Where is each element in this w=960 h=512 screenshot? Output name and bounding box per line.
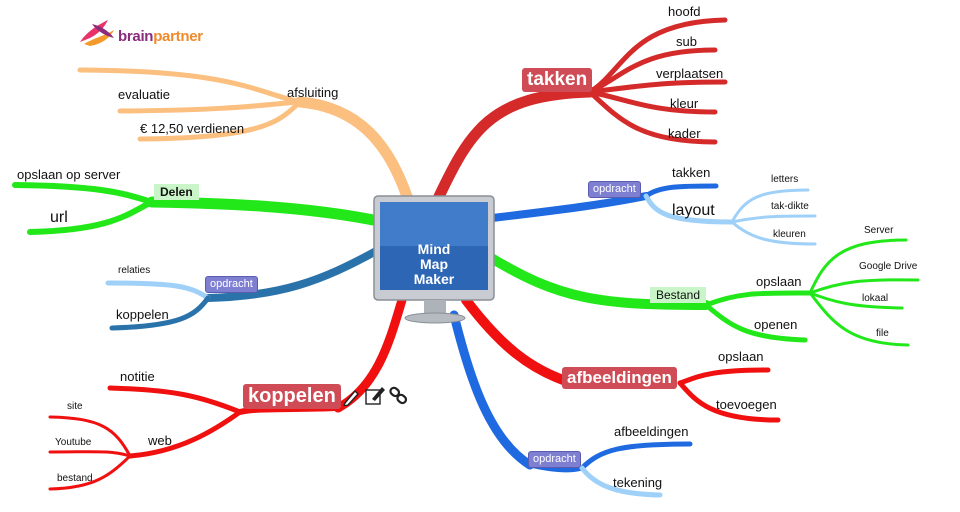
branch-delen bbox=[12, 182, 398, 235]
node-openen[interactable]: openen bbox=[754, 317, 798, 332]
node-tak-dikte[interactable]: tak-dikte bbox=[771, 201, 809, 212]
koppelen-icons bbox=[343, 386, 408, 406]
node-site[interactable]: site bbox=[67, 401, 83, 412]
node-kleuren[interactable]: kleuren bbox=[773, 229, 806, 240]
node-web[interactable]: web bbox=[148, 433, 172, 448]
node-opslaan-op-server[interactable]: opslaan op server bbox=[17, 167, 121, 182]
node-verplaatsen[interactable]: verplaatsen bbox=[656, 66, 724, 81]
computer-monitor-icon bbox=[373, 195, 495, 324]
brainpartner-logo-icon bbox=[80, 20, 114, 46]
node-kleur[interactable]: kleur bbox=[670, 96, 699, 111]
node-takken[interactable]: takken bbox=[522, 68, 593, 92]
node-hoofd[interactable]: hoofd bbox=[668, 4, 701, 19]
node-afb-opslaan[interactable]: opslaan bbox=[718, 349, 764, 364]
node-afbeeldingen-child[interactable]: afbeeldingen bbox=[614, 424, 689, 439]
node-tekening[interactable]: tekening bbox=[613, 475, 663, 490]
link-chain-icon[interactable] bbox=[389, 386, 408, 405]
branch-opdracht-left bbox=[105, 246, 382, 331]
node-afsluiting[interactable]: afsluiting bbox=[287, 85, 339, 100]
node-opdracht-left[interactable]: opdracht bbox=[205, 276, 258, 294]
node-youtube[interactable]: Youtube bbox=[55, 437, 92, 448]
node-sub[interactable]: sub bbox=[676, 34, 697, 49]
brand-name-partner: partner bbox=[153, 28, 203, 45]
brand-name-brain: brain bbox=[118, 28, 154, 45]
node-verdienen[interactable]: € 12,50 verdienen bbox=[140, 121, 245, 136]
branch-takken bbox=[429, 17, 728, 211]
node-server[interactable]: Server bbox=[864, 225, 894, 236]
node-toevoegen[interactable]: toevoegen bbox=[716, 397, 777, 412]
node-lokaal[interactable]: lokaal bbox=[862, 293, 889, 304]
node-letters[interactable]: letters bbox=[771, 174, 799, 185]
node-koppelen[interactable]: koppelen bbox=[243, 384, 341, 409]
node-url[interactable]: url bbox=[50, 209, 68, 226]
node-evaluatie[interactable]: evaluatie bbox=[118, 87, 171, 102]
branch-opdracht-top bbox=[488, 183, 817, 246]
node-relaties[interactable]: relaties bbox=[118, 265, 151, 276]
node-opdracht-bottom[interactable]: opdracht bbox=[528, 451, 581, 469]
node-layout[interactable]: layout bbox=[672, 202, 715, 219]
node-takken-child[interactable]: takken bbox=[672, 165, 711, 180]
branch-afbeeldingen bbox=[461, 295, 781, 423]
node-afbeeldingen[interactable]: afbeeldingen bbox=[562, 367, 677, 389]
branch-bestand bbox=[483, 238, 920, 347]
brand-name: brainpartner bbox=[118, 28, 203, 45]
node-koppelen-child[interactable]: koppelen bbox=[116, 307, 169, 322]
node-bestand-web[interactable]: bestand bbox=[57, 473, 93, 484]
node-google-drive[interactable]: Google Drive bbox=[859, 261, 918, 272]
node-notitie[interactable]: notitie bbox=[120, 369, 155, 384]
node-delen[interactable]: Delen bbox=[154, 184, 199, 201]
node-bestand[interactable]: Bestand bbox=[650, 287, 707, 304]
node-file[interactable]: file bbox=[876, 328, 889, 339]
node-opdracht-top[interactable]: opdracht bbox=[588, 181, 641, 199]
pencil-icon[interactable] bbox=[343, 389, 359, 406]
node-kader[interactable]: kader bbox=[668, 126, 701, 141]
edit-note-icon[interactable] bbox=[365, 387, 385, 405]
branch-afsluiting bbox=[77, 67, 416, 211]
node-opslaan[interactable]: opslaan bbox=[756, 274, 802, 289]
